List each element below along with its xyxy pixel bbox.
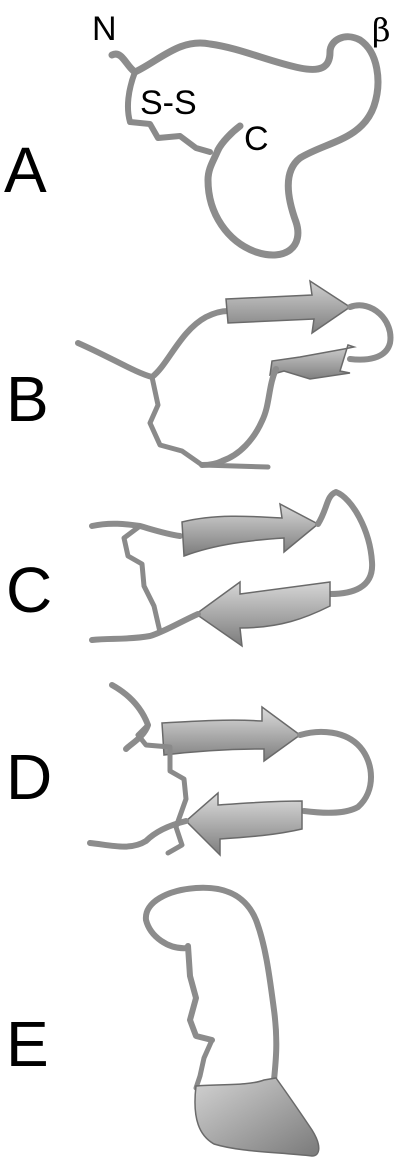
beta-strand-arrow xyxy=(162,707,300,761)
beta-hairpin-loop xyxy=(318,492,372,594)
backbone-tube xyxy=(188,946,212,1040)
n-terminus-label: N xyxy=(92,12,117,46)
panel-label-a: A xyxy=(4,138,47,202)
backbone-tube xyxy=(92,614,198,640)
panel-label-d: D xyxy=(6,745,52,809)
beta-strand-arrow xyxy=(196,582,330,646)
panel-a: A N S-S C β xyxy=(0,0,404,275)
beta-hairpin-loop xyxy=(350,305,390,359)
disulfide-bond xyxy=(124,526,160,632)
disulfide-label: S-S xyxy=(140,86,197,120)
disulfide-bond xyxy=(150,377,268,467)
panel-label-b: B xyxy=(6,367,49,431)
disulfide-bond xyxy=(196,1040,212,1088)
panel-c-structure xyxy=(0,490,404,675)
beta-strand-arrow xyxy=(186,793,302,855)
panel-a-structure xyxy=(0,0,404,275)
panel-label-e: E xyxy=(6,1012,49,1076)
beta-strand-arrow xyxy=(270,345,354,379)
backbone-tube xyxy=(90,821,186,847)
backbone-tube xyxy=(202,369,276,465)
panel-c: C xyxy=(0,490,404,675)
panel-label-c: C xyxy=(6,558,52,622)
beta-strand-arrow xyxy=(226,281,350,333)
panel-b: B xyxy=(0,275,404,490)
beta-label: β xyxy=(372,14,391,46)
beta-strand-arrow xyxy=(182,504,318,556)
c-terminus-label: C xyxy=(244,122,269,156)
panel-d-structure xyxy=(0,675,404,880)
beta-strand-ribbon xyxy=(195,1078,319,1156)
panel-e: E xyxy=(0,880,404,1168)
beta-hairpin-loop xyxy=(300,732,371,813)
c-terminal-tube xyxy=(218,126,240,150)
panel-e-structure xyxy=(0,880,404,1168)
backbone-tube xyxy=(78,311,228,377)
panel-d: D xyxy=(0,675,404,880)
panel-b-structure xyxy=(0,275,404,490)
backbone-tube xyxy=(146,888,276,1080)
